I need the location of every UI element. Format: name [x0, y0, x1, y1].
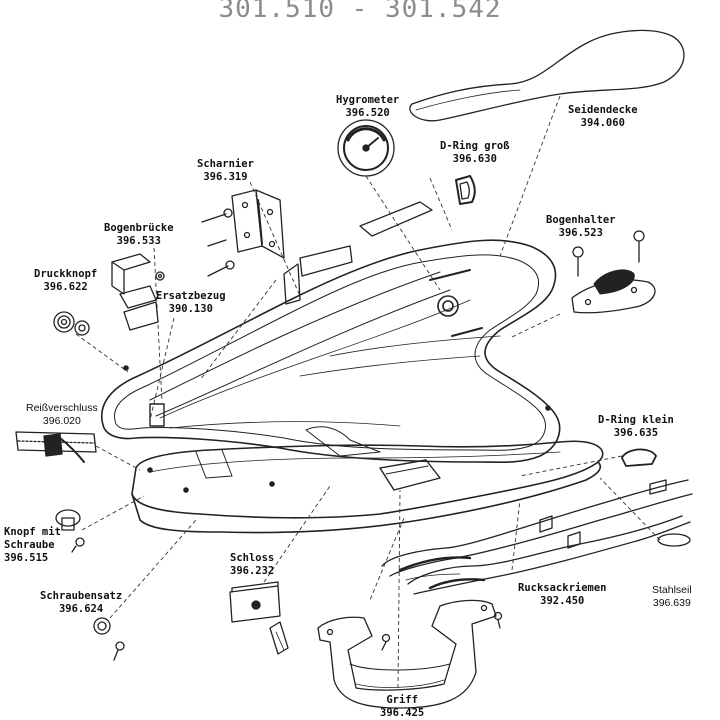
d-ring-klein-name: D-Ring klein	[598, 414, 674, 426]
ersatzbezug-code: 390.130	[168, 303, 213, 315]
bogenbruecke-name: Bogenbrücke	[104, 222, 174, 234]
reissverschluss-name: Reißverschluss	[26, 402, 98, 414]
druckknopf-part	[53, 311, 90, 336]
label-scharnier: Scharnier 396.319	[197, 158, 254, 184]
label-stahlseil: Stahlseil 396.639	[652, 584, 692, 610]
schraubensatz-code: 396.624	[58, 603, 104, 615]
scharnier-name: Scharnier	[197, 158, 254, 170]
label-hygrometer: Hygrometer 396.520	[336, 94, 399, 120]
d-ring-klein-part	[621, 448, 657, 467]
hygrometer-code: 396.520	[345, 107, 390, 119]
label-reissverschluss: Reißverschluss 396.020	[26, 402, 98, 428]
diagram-title: 301.510 - 301.542	[218, 0, 502, 24]
schraubensatz-name: Schraubensatz	[40, 590, 123, 602]
label-bogenbruecke: Bogenbrücke 396.533	[104, 222, 174, 248]
bogenhalter-name: Bogenhalter	[546, 214, 616, 226]
label-d-ring-gross: D-Ring groß 396.630	[440, 140, 510, 166]
ersatzbezug-name: Ersatzbezug	[156, 290, 226, 302]
bogenhalter-code: 396.523	[558, 227, 603, 239]
knopf-mit-schraube-part	[55, 509, 85, 553]
d-ring-gross-code: 396.630	[452, 153, 497, 165]
stahlseil-name: Stahlseil	[652, 584, 692, 596]
label-schraubensatz: Schraubensatz 396.624	[40, 590, 122, 616]
bogenbruecke-code: 396.533	[116, 235, 161, 247]
case-lid	[101, 239, 561, 464]
label-seidendecke: Seidendecke 394.060	[568, 104, 638, 130]
rucksackriemen-name: Rucksackriemen	[518, 582, 607, 594]
rucksackriemen-part	[381, 479, 693, 595]
ersatzbezug-part	[283, 263, 301, 305]
rucksackriemen-code: 392.450	[540, 595, 585, 607]
druckknopf-name: Druckknopf	[34, 268, 98, 280]
schloss-name: Schloss	[230, 552, 275, 564]
label-bogenhalter: Bogenhalter 396.523	[546, 214, 616, 240]
griff-name: Griff	[386, 694, 418, 706]
hygrometer-name: Hygrometer	[336, 94, 400, 106]
bogenbruecke-part	[111, 253, 165, 331]
d-ring-gross-name: D-Ring groß	[440, 140, 510, 152]
druckknopf-code: 396.622	[43, 281, 88, 293]
case-base	[131, 426, 604, 534]
scharnier-part	[201, 189, 285, 277]
seidendecke-name: Seidendecke	[568, 104, 638, 116]
reissverschluss-code: 396.020	[42, 415, 81, 427]
knopf-name-line2: Schraube	[4, 539, 55, 551]
seidendecke-code: 394.060	[580, 117, 625, 129]
stahlseil-part	[657, 533, 691, 547]
griff-part	[317, 599, 503, 709]
knopf-code: 396.515	[4, 552, 49, 564]
d-ring-klein-code: 396.635	[613, 427, 659, 439]
scharnier-code: 396.319	[203, 171, 248, 183]
label-ersatzbezug: Ersatzbezug 390.130	[156, 290, 226, 316]
stahlseil-code: 396.639	[652, 597, 691, 609]
reissverschluss-part	[15, 431, 97, 463]
label-rucksackriemen: Rucksackriemen 392.450	[518, 582, 607, 608]
d-ring-gross-part	[455, 175, 476, 205]
hygrometer-part	[337, 119, 395, 177]
seidendecke-shape	[409, 29, 685, 122]
griff-code: 396.425	[380, 707, 425, 719]
schraubensatz-part	[93, 617, 125, 661]
label-druckknopf: Druckknopf 396.622	[34, 268, 97, 294]
label-schloss: Schloss 396.232	[230, 552, 274, 578]
schloss-part	[229, 581, 289, 655]
knopf-name-line1: Knopf mit	[4, 526, 61, 538]
schloss-code: 396.232	[230, 565, 275, 577]
label-griff: Griff 396.425	[380, 694, 424, 720]
label-d-ring-klein: D-Ring klein 396.635	[598, 414, 674, 440]
label-knopf-mit-schraube: Knopf mit Schraube 396.515	[4, 526, 61, 565]
bogenhalter-part	[571, 230, 656, 314]
